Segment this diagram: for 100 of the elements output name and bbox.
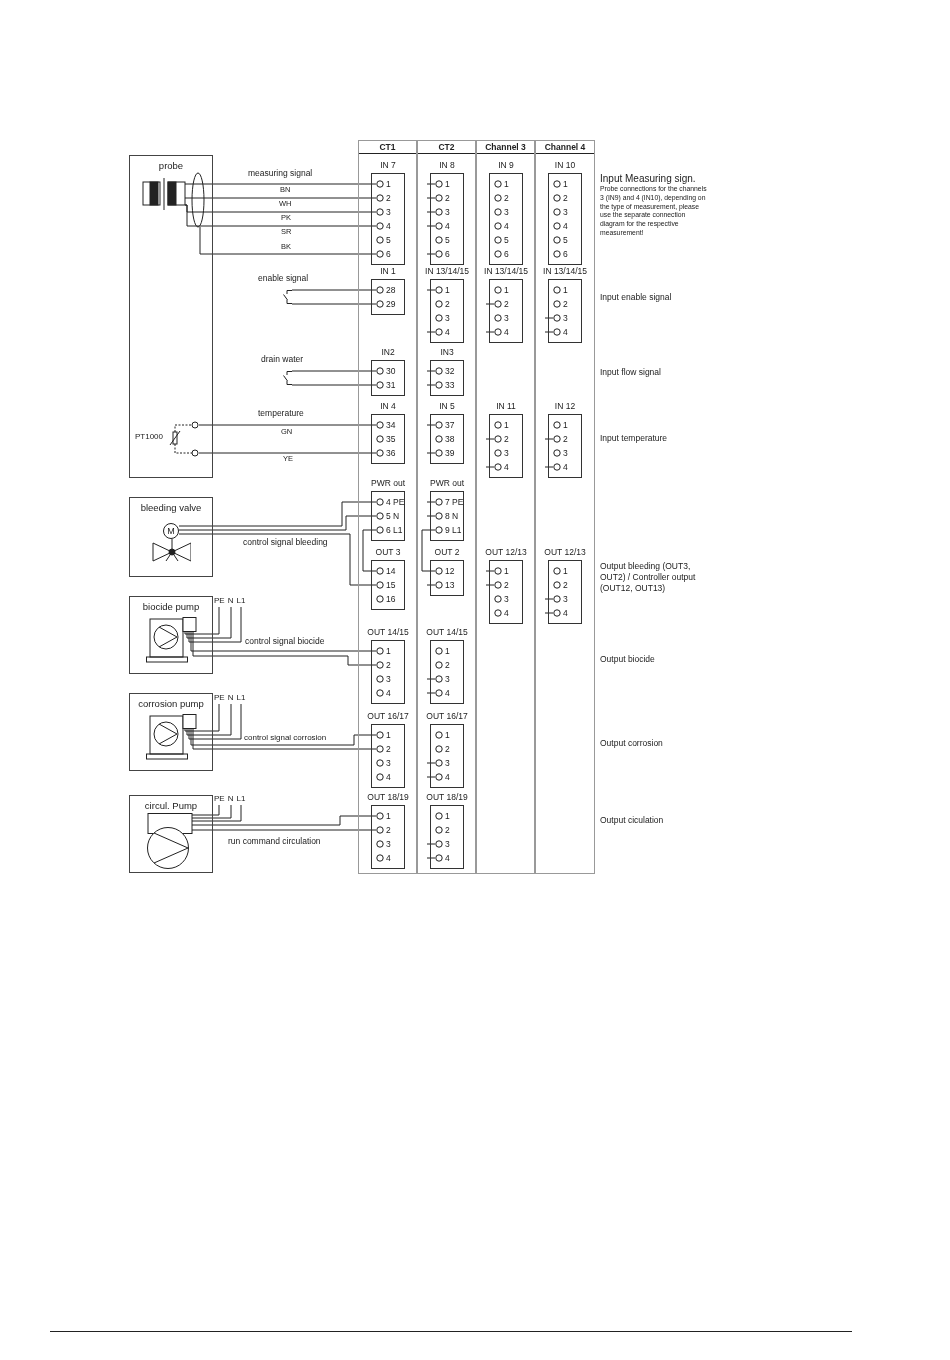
device-box: [129, 596, 213, 674]
terminal-number: 38: [445, 433, 455, 446]
terminal-number: 1: [445, 810, 450, 823]
wire: [197, 703, 232, 736]
terminal-number: 6 L1: [386, 524, 403, 537]
terminal-number: 29: [386, 298, 396, 311]
terminal-number: 30: [386, 365, 396, 378]
terminal-number: 4: [386, 220, 391, 233]
device-label: circul. Pump: [143, 800, 199, 811]
wire-label: N: [227, 794, 234, 804]
terminal-number: 3: [563, 447, 568, 460]
wire: [205, 183, 377, 185]
wire: [426, 183, 436, 185]
wire-label: PE: [214, 596, 225, 606]
sensor-label: PT1000: [135, 432, 164, 441]
terminal-number: 3: [504, 206, 509, 219]
terminal-number: 2: [563, 579, 568, 592]
terminal-column: [535, 140, 595, 874]
wire: [426, 253, 436, 255]
terminal-block-label: PWR out: [429, 477, 465, 490]
terminal-number: 1: [386, 178, 391, 191]
terminal-block-label: OUT 12/13: [543, 546, 587, 559]
wire: [426, 857, 436, 859]
terminal-column: [417, 140, 476, 874]
wire: [197, 655, 377, 666]
terminal-number: 2: [445, 824, 450, 837]
terminal-number: 6: [504, 248, 509, 261]
wire: [544, 612, 554, 614]
wire-label: control signal bleeding: [243, 538, 328, 548]
terminal-number: 4: [563, 220, 568, 233]
terminal-block-label: IN 5: [438, 400, 456, 413]
wire: [178, 533, 377, 586]
terminal-block-label: OUT 14/15: [425, 626, 469, 639]
terminal-block-label: IN 9: [497, 159, 515, 172]
wire: [197, 804, 242, 822]
terminal-number: 37: [445, 419, 455, 432]
signal-label: temperature: [258, 408, 304, 420]
terminal-number: 2: [386, 659, 391, 672]
wire: [426, 776, 436, 778]
terminal-number: 6: [445, 248, 450, 261]
column-header: Channel 4: [536, 141, 594, 154]
terminal-block-label: PWR out: [370, 477, 406, 490]
wire: [362, 529, 377, 572]
wire: [199, 233, 377, 255]
terminal-number: 3: [563, 593, 568, 606]
terminal-number: 2: [504, 433, 509, 446]
terminal-number: 3: [504, 593, 509, 606]
wire-label: PE: [214, 794, 225, 804]
terminal-number: 1: [386, 729, 391, 742]
wire: [205, 225, 377, 227]
terminal-number: 2: [386, 192, 391, 205]
terminal-number: 1: [563, 565, 568, 578]
terminal-number: 4: [445, 220, 450, 233]
wire: [426, 424, 436, 426]
terminal-number: 15: [386, 579, 396, 592]
terminal-number: 5 N: [386, 510, 400, 523]
terminal-number: 34: [386, 419, 396, 432]
section-label: Output ciculation: [600, 815, 664, 827]
wire: [291, 303, 377, 305]
device-label: probe: [157, 160, 185, 171]
section-label: Input flow signal: [600, 367, 661, 379]
terminal-number: 3: [386, 673, 391, 686]
column-header: Channel 3: [477, 141, 534, 154]
wire-label: enable signal: [258, 274, 309, 284]
wire: [544, 466, 554, 468]
terminal-number: 4: [504, 461, 509, 474]
terminal-block-label: IN2: [380, 346, 396, 359]
terminal-number: 1: [504, 419, 509, 432]
terminal-number: 4: [504, 220, 509, 233]
terminal-number: 39: [445, 447, 455, 460]
terminal-number: 3: [445, 206, 450, 219]
terminal-block-label: IN 1: [379, 265, 397, 278]
terminal-number: 3: [445, 757, 450, 770]
wire: [178, 515, 377, 531]
terminal-number: 6: [563, 248, 568, 261]
terminal-block-label: IN 13/14/15: [542, 265, 588, 278]
wire-label: control signal corrosion: [244, 734, 327, 743]
terminal-number: 3: [445, 312, 450, 325]
terminal-number: 12: [445, 565, 455, 578]
terminal-column: [358, 140, 417, 874]
wire: [426, 331, 436, 333]
wire: [197, 650, 377, 652]
wire: [426, 452, 436, 454]
wire-label: L1: [236, 794, 246, 804]
wire: [291, 370, 377, 372]
device-label: bleeding valve: [139, 502, 203, 513]
section-label: Output biocide: [600, 654, 655, 666]
terminal-number: 1: [563, 178, 568, 191]
terminal-number: 8 N: [445, 510, 459, 523]
wire: [421, 529, 436, 572]
wire: [198, 452, 377, 454]
terminal-number: 1: [445, 284, 450, 297]
terminal-number: 3: [386, 206, 391, 219]
device-label: biocide pump: [141, 601, 201, 612]
terminal-number: 4: [445, 771, 450, 784]
terminal-block-label: OUT 16/17: [425, 710, 469, 723]
terminal-number: 4: [445, 687, 450, 700]
wire: [544, 317, 554, 319]
wire: [197, 804, 232, 819]
wire: [426, 211, 436, 213]
